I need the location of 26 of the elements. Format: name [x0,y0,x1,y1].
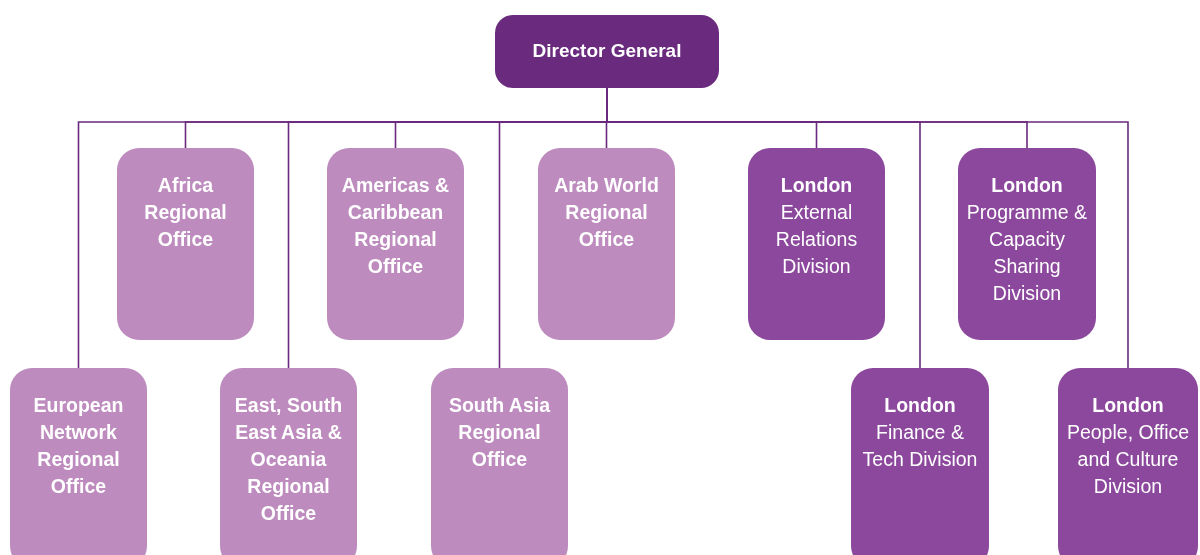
office-box [220,368,357,555]
box-title: South Asia Regional Office [447,393,552,472]
box-title: London [991,173,1063,198]
box-title: London [884,393,956,418]
office-box [327,148,464,340]
box-title: Americas & Caribbean Regional Office [340,173,451,279]
box-title: Africa Regional Office [143,173,228,252]
office-box [1058,368,1198,555]
box-title: European Network Regional Office [32,393,125,499]
box-subtitle: Finance & Tech Division [861,419,979,472]
box-subtitle: People, Office and Culture Division [1065,419,1191,499]
office-box [538,148,675,340]
box-title: East, South East Asia & Oceania Regional Office [233,393,344,526]
office-box [958,148,1096,340]
office-box [117,148,254,340]
office-box [748,148,885,340]
box-title: Director General [532,39,682,64]
office-box [851,368,989,555]
office-box [10,368,147,555]
box-title: London [780,173,853,198]
box-title: London [1092,393,1164,418]
office-box [431,368,568,555]
box-subtitle: Programme & Capacity Sharing Division [965,199,1089,306]
director-box [495,15,719,88]
box-title: Arab World Regional Office [553,173,660,252]
box-subtitle: External Relations Division [774,199,859,279]
